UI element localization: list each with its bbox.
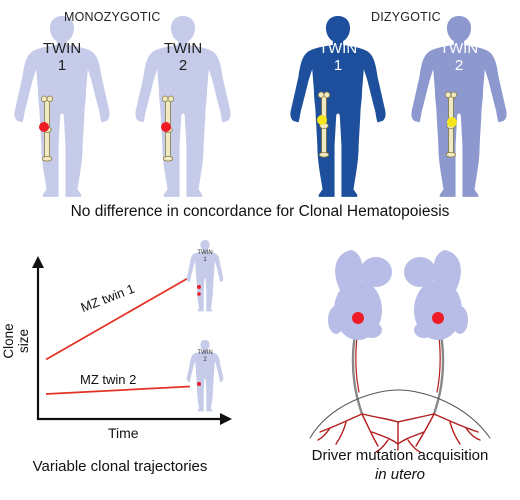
small-twin-1-label: TWIN 1 [193,250,217,264]
chart-y-axis-label: Clone size [1,323,31,359]
mz-twin-1-number: 1 [57,57,67,74]
chart-x-axis-arrow [220,413,232,425]
caption-driver-line2: in utero [374,466,426,483]
mz-twin-2-word: TWIN [163,40,203,57]
caption-driver-line1: Driver mutation acquisition [311,447,489,464]
dz-twin-1-clone-dot [317,115,327,125]
dz-title: DIZYGOTIC [371,10,441,24]
mz-twin-1-word: TWIN [42,40,82,57]
dz-twin-1-word: TWIN [318,40,358,57]
chart-x-axis-label: Time [108,425,139,441]
fetus-right-clone-dot [432,312,444,324]
caption-trajectories: Variable clonal trajectories [32,458,208,475]
fetus-left-clone-dot [352,312,364,324]
dz-twin-2-label: TWIN 2 [429,40,489,74]
fetus-left [328,250,392,340]
dz-twin-2-number: 2 [454,57,464,74]
small-twin-1-word: TWIN [197,250,213,256]
small-twin-2-number: 2 [203,357,207,363]
small-twin-2-word: TWIN [197,350,213,356]
headline: No difference in concordance for Clonal … [70,203,450,220]
dz-twin-1-label: TWIN 1 [308,40,368,74]
dz-twin-2-word: TWIN [439,40,479,57]
small-twin-1-number: 1 [203,257,207,263]
line2-label: MZ twin 2 [80,372,137,387]
small-twin-2-label: TWIN 2 [193,350,217,364]
trajectory-line-2 [45,385,191,395]
dz-twin-2-clone-dot [447,117,457,127]
placenta-vessels [309,326,491,453]
mz-title: MONOZYGOTIC [64,10,161,24]
dz-twin-1-number: 1 [333,57,343,74]
chart-y-axis-arrow [32,256,44,268]
small-twin-1-dot-2 [197,292,201,296]
trajectory-line-1 [45,276,191,361]
small-twin-1-clone-dot [197,285,201,289]
chart-plot-area [45,276,191,395]
mz-twin-2-label: TWIN 2 [153,40,213,74]
mz-twin-1-clone-dot [39,122,49,132]
fetus-right [404,250,468,340]
mz-twin-2-number: 2 [178,57,188,74]
small-twin-2-clone-dot [197,382,201,386]
mz-twin-1-label: TWIN 1 [32,40,92,74]
mz-twin-2-clone-dot [161,122,171,132]
